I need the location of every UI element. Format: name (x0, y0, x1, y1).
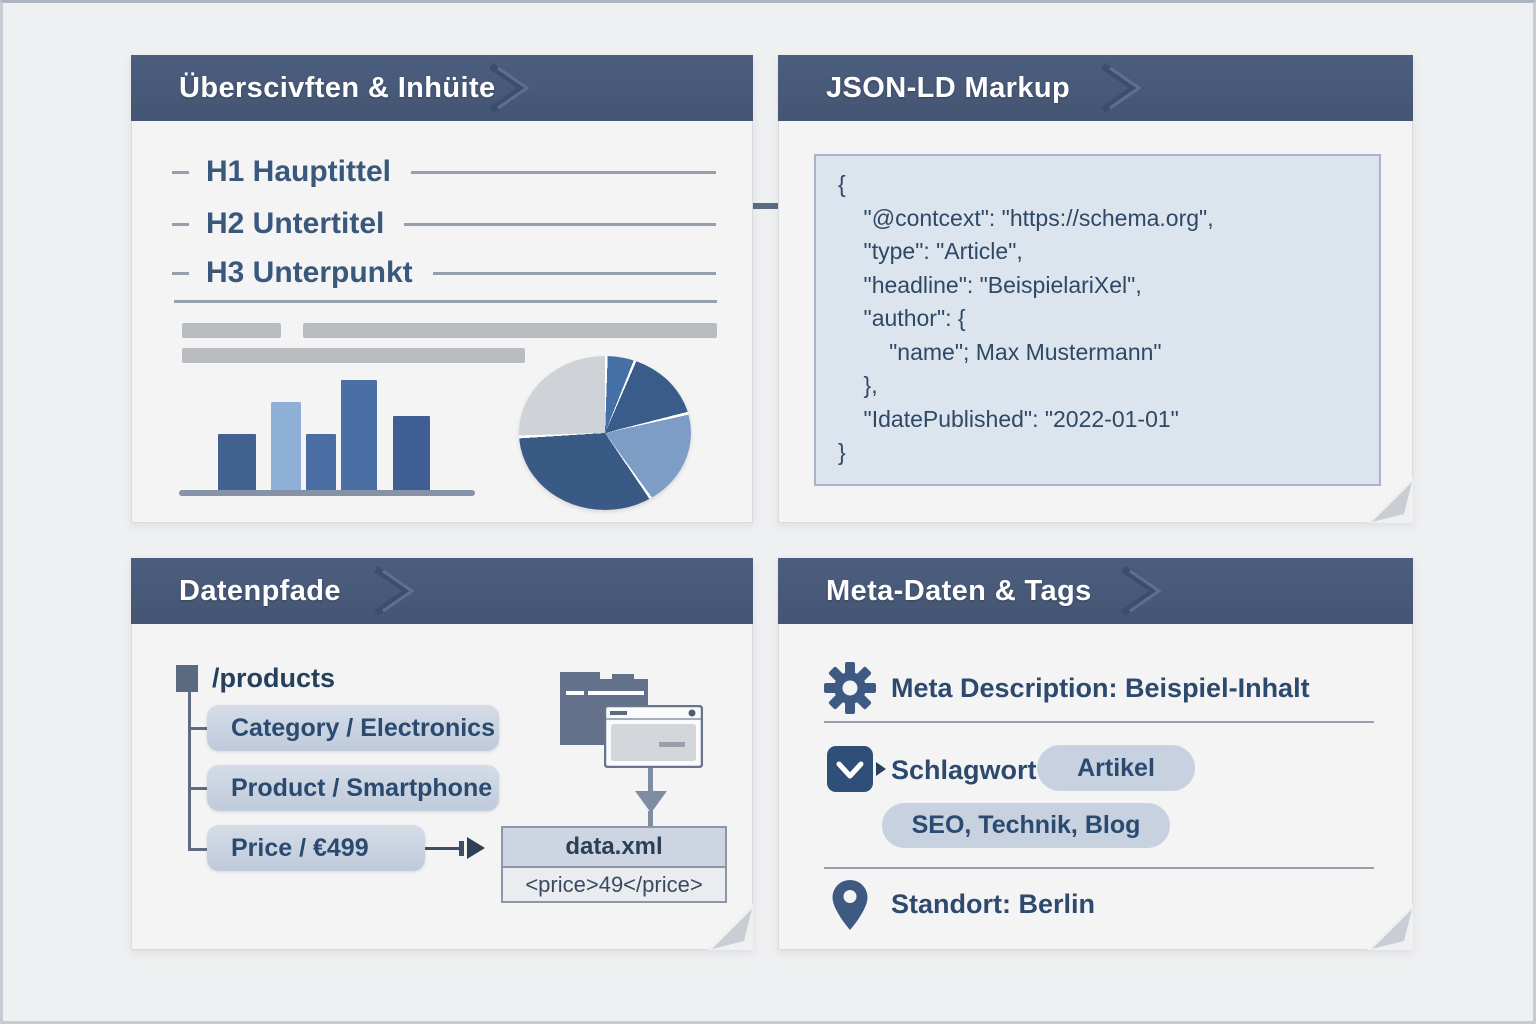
code-line: "type": "Article", (838, 238, 1023, 264)
root-node-icon (176, 665, 198, 692)
bar (271, 402, 301, 491)
divider (174, 300, 717, 303)
arrow-down-icon (635, 791, 667, 813)
panel-headings-title: Überscivften & Inhüite (179, 71, 496, 104)
rule-line (411, 170, 716, 174)
arrow-right-tick (459, 841, 464, 856)
arrow-right-icon (467, 837, 485, 859)
code-line: "headline": "BeispielariXel", (838, 271, 1142, 298)
text-placeholder-bar (303, 323, 717, 338)
xml-file-box: data.xml <price>49</price> (501, 826, 727, 903)
heading-item-h1: H1 Hauptittel (172, 154, 716, 190)
gear-icon (824, 662, 876, 714)
text-placeholder-bar (182, 348, 525, 363)
chevron-banner-icon (1101, 63, 1142, 113)
heading-item-label: H2 Untertitel (206, 207, 385, 240)
panel-meta-title: Meta-Daten & Tags (826, 574, 1092, 607)
panel-datapaths-title: Datenpfade (179, 574, 341, 607)
xml-file-name: data.xml (503, 828, 725, 868)
bar (341, 380, 377, 491)
panel-meta-header: Meta-Daten & Tags (778, 558, 1413, 624)
panel-datapaths: Datenpfade /products Category / Electron… (131, 558, 753, 950)
browser-window-icon (604, 705, 703, 768)
heading-item-h2: H2 Untertitel (172, 206, 716, 242)
folded-corner (707, 904, 753, 950)
xml-file-content: <price>49</price> (503, 868, 725, 901)
chevron-banner-icon (374, 566, 415, 616)
panel-jsonld-title: JSON-LD Markup (826, 71, 1071, 104)
tag-icon (827, 746, 873, 792)
root-path-label: /products (212, 663, 336, 693)
text-placeholder-bar (182, 323, 281, 338)
jsonld-code-block: { "@contcext": "https://schema.org", "ty… (814, 154, 1381, 486)
divider (824, 867, 1374, 869)
folded-corner (1367, 477, 1413, 523)
tree-line (188, 692, 191, 851)
panel-jsonld: JSON-LD Markup { "@contcext": "https://s… (778, 55, 1413, 523)
keyword-pill-list: SEO, Technik, Blog (882, 803, 1170, 848)
path-node-product: Product / Smartphone (207, 765, 499, 811)
panel-jsonld-header: JSON-LD Markup (778, 55, 1413, 121)
chevron-banner-icon (1121, 566, 1162, 616)
code-line: } (838, 439, 846, 465)
arrow-down-line (648, 768, 653, 794)
rule-line (432, 271, 716, 275)
arrow-right-icon (876, 762, 886, 776)
location-text: Standort: Berlin (891, 889, 1096, 919)
meta-description-text: Meta Description: Beispiel-Inhalt (891, 673, 1310, 703)
bar (218, 434, 256, 491)
dash-icon (172, 170, 189, 174)
tree-line (188, 727, 211, 730)
dash-icon (172, 222, 189, 226)
divider (824, 721, 1374, 723)
arrow-down-line (648, 811, 653, 826)
keyword-label: Schlagwort : (891, 755, 1054, 785)
code-line: "name"; Max Mustermann" (838, 338, 1162, 365)
keyword-pill-artikel: Artikel (1037, 745, 1195, 791)
panel-meta: Meta-Daten & Tags Meta Description: Beis… (778, 558, 1413, 950)
chevron-banner-icon (489, 63, 530, 113)
tree-line (188, 787, 211, 790)
path-node-price: Price / €499 (207, 825, 425, 871)
heading-item-h3: H3 Unterpunkt (172, 255, 716, 291)
code-line: { (838, 171, 846, 197)
tree-line (188, 848, 211, 851)
path-node-category: Category / Electronics (207, 705, 499, 751)
bar (306, 434, 336, 491)
code-line: "@contcext": "https://schema.org", (838, 204, 1214, 231)
heading-item-label: H1 Hauptittel (206, 155, 392, 188)
code-line: "author": { (838, 305, 966, 331)
arrow-right-line (425, 847, 459, 850)
rule-line (404, 222, 716, 226)
folded-corner (1367, 904, 1413, 950)
pie-chart (519, 356, 691, 510)
bar (393, 416, 430, 491)
heading-item-label: H3 Unterpunkt (206, 256, 413, 289)
dash-icon (172, 271, 189, 275)
panel-headings-header: Überscivften & Inhüite (131, 55, 753, 121)
code-line: }, (838, 372, 878, 398)
panel-headings: Überscivften & Inhüite H1 Hauptittel H2 … (131, 55, 753, 523)
code-line: "IdatePublished": "2022-01-01" (838, 405, 1179, 432)
location-pin-icon (832, 880, 868, 930)
bar-chart-axis (179, 490, 475, 496)
panel-datapaths-header: Datenpfade (131, 558, 753, 624)
